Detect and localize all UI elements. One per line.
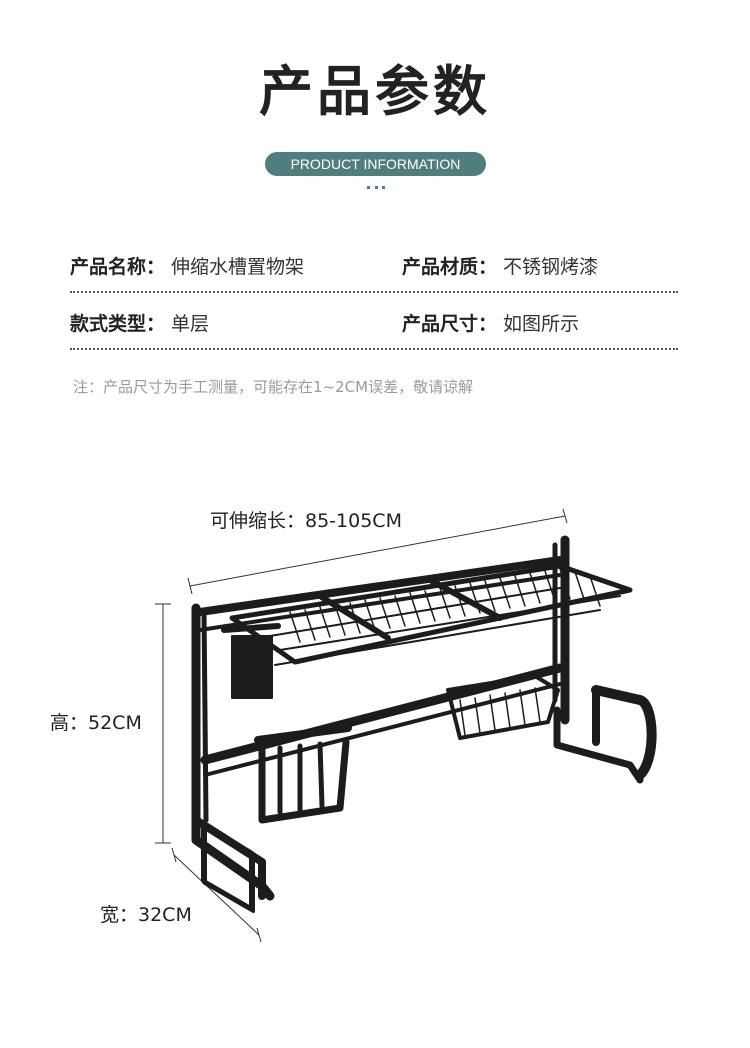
dotted-divider — [70, 348, 678, 350]
dish-rack — [191, 535, 657, 913]
spec-value: 如图所示 — [503, 313, 580, 335]
spec-item-name: 产品名称：伸缩水槽置物架 — [70, 255, 304, 279]
spec-item-size: 产品尺寸：如图所示 — [402, 312, 579, 336]
height-label: 高：52CM — [50, 712, 142, 734]
spec-label: 产品名称： — [70, 256, 166, 278]
spec-item-material: 产品材质：不锈钢烤漆 — [402, 255, 598, 279]
spec-row: 款式类型：单层 产品尺寸：如图所示 — [70, 294, 678, 350]
decorative-dots — [367, 186, 385, 190]
spec-item-style: 款式类型：单层 — [70, 312, 209, 336]
product-illustration — [155, 508, 657, 943]
width-label: 宽：32CM — [100, 904, 192, 926]
spec-label: 款式类型： — [70, 313, 166, 335]
spec-row: 产品名称：伸缩水槽置物架 产品材质：不锈钢烤漆 — [70, 237, 678, 293]
spec-label: 产品材质： — [402, 256, 498, 278]
length-label: 可伸缩长：85-105CM — [210, 510, 402, 532]
dotted-divider — [70, 291, 678, 293]
width-dimension-line — [171, 847, 262, 943]
spec-value: 伸缩水槽置物架 — [171, 256, 305, 278]
spec-value: 单层 — [171, 313, 210, 335]
spec-label: 产品尺寸： — [402, 313, 498, 335]
subtitle-badge: PRODUCT INFORMATION — [265, 152, 486, 176]
page-title: 产品参数 — [259, 60, 491, 123]
height-dimension-line — [155, 603, 171, 844]
measurement-note: 注：产品尺寸为手工测量，可能存在1~2CM误差，敬请谅解 — [73, 378, 474, 396]
spec-value: 不锈钢烤漆 — [503, 256, 599, 278]
length-dimension-line — [187, 508, 568, 595]
